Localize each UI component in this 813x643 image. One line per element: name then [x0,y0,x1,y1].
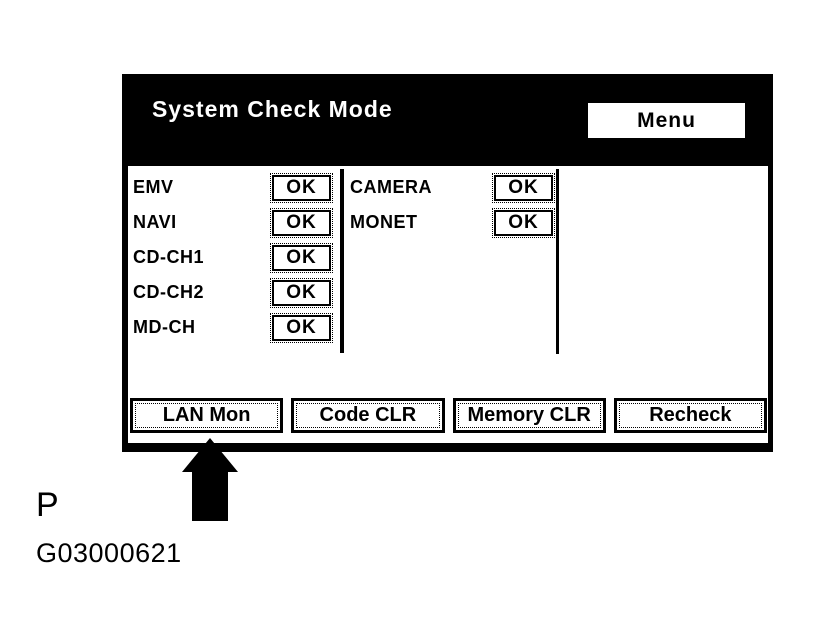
device-label-md-ch: MD-CH [133,317,196,337]
status-row-camera: CAMERA OK [350,170,555,205]
lan-mon-button[interactable]: LAN Mon [130,398,284,433]
title-bar: System Check Mode Menu [122,74,773,166]
page-title: System Check Mode [152,96,393,122]
status-row-emv: EMV OK [133,170,333,205]
status-badge-monet: OK [492,207,555,238]
button-row: LAN Mon Code CLR Memory CLR Recheck [130,398,767,433]
arrow-up-icon [182,438,238,521]
system-check-panel: System Check Mode Menu EMV OK NAVI OK CD… [122,74,773,452]
status-column-right: CAMERA OK MONET OK [350,170,555,240]
status-row-cd-ch2: CD-CH2 OK [133,275,333,310]
status-row-md-ch: MD-CH OK [133,310,333,345]
status-row-cd-ch1: CD-CH1 OK [133,240,333,275]
status-row-navi: NAVI OK [133,205,333,240]
device-label-camera: CAMERA [350,177,432,197]
device-label-cd-ch1: CD-CH1 [133,247,205,267]
code-clr-button[interactable]: Code CLR [291,398,445,433]
status-badge-camera: OK [492,172,555,203]
status-badge-md-ch: OK [270,312,333,343]
device-label-cd-ch2: CD-CH2 [133,282,205,302]
column-divider-1 [340,169,344,353]
status-badge-navi: OK [270,207,333,238]
status-row-monet: MONET OK [350,205,555,240]
device-label-monet: MONET [350,212,418,232]
status-area: EMV OK NAVI OK CD-CH1 OK CD-CH2 OK MD-CH [128,166,768,443]
column-divider-2 [556,169,559,354]
status-badge-cd-ch2: OK [270,277,333,308]
menu-button[interactable]: Menu [588,103,745,138]
memory-clr-button[interactable]: Memory CLR [452,398,606,433]
recheck-button[interactable]: Recheck [613,398,767,433]
figure-code: G03000621 [36,538,182,568]
status-badge-cd-ch1: OK [270,242,333,273]
device-label-navi: NAVI [133,212,177,232]
page-letter: P [36,486,59,524]
device-label-emv: EMV [133,177,174,197]
status-column-left: EMV OK NAVI OK CD-CH1 OK CD-CH2 OK MD-CH [133,170,333,345]
status-badge-emv: OK [270,172,333,203]
